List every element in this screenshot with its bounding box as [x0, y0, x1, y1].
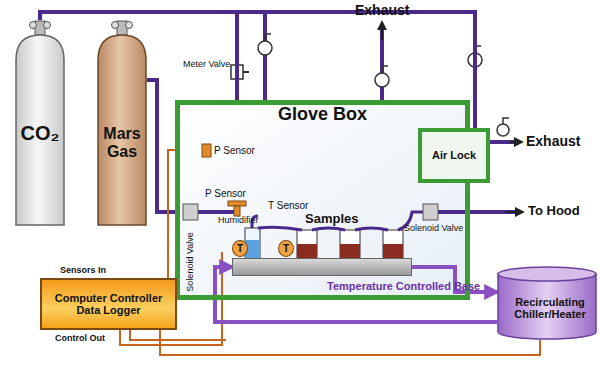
solenoid-valve — [423, 204, 438, 220]
meter-valve — [231, 65, 249, 79]
sensor-wire — [130, 330, 226, 340]
part-label: Exhaust — [355, 3, 409, 18]
base-plate — [232, 258, 412, 276]
part-label: Exhaust — [526, 134, 580, 149]
part-label: To Hood — [528, 204, 580, 218]
callout-label: Humidifier — [218, 216, 259, 226]
part-label: Samples — [305, 212, 358, 226]
node-label: T — [237, 243, 243, 254]
node-label: Recirculating Chiller/Heater — [497, 286, 600, 320]
node-label: Mars Gas — [97, 125, 147, 160]
part-label: Sensors In — [60, 266, 106, 276]
signal-wire — [160, 330, 540, 355]
vent-arrow — [505, 211, 523, 213]
chiller-heater: Recirculating Chiller/Heater — [497, 266, 600, 340]
gas-cylinder-outline — [97, 20, 147, 226]
node-label: Temperature Controlled Base — [327, 280, 480, 292]
callout-label: Meter Valve — [183, 60, 230, 70]
node-label: CO₂ — [21, 122, 60, 144]
callout-label: T Sensor — [268, 200, 308, 211]
node-label: Computer Controller Data Logger — [42, 292, 175, 316]
callout-label: P Sensor — [205, 188, 246, 199]
gas-cylinder: CO₂ — [15, 20, 65, 226]
air-lock: Air Lock — [418, 128, 490, 183]
node-label: Air Lock — [432, 149, 476, 161]
exhaust-arrow — [381, 22, 383, 40]
pressure-sensor — [202, 144, 211, 157]
solenoid-valve — [183, 204, 198, 220]
part-label: Control Out — [55, 334, 105, 344]
sample-jars — [297, 230, 403, 258]
check-valve — [375, 66, 389, 87]
callout-label: Solenoid Valve — [186, 232, 196, 291]
node-label: Glove Box — [180, 105, 465, 125]
pressure-sensor — [228, 201, 246, 216]
humidifier-jar — [245, 228, 260, 258]
temperature-sensor: T — [232, 240, 248, 257]
signal-wire — [168, 150, 175, 278]
temperature-base: Temperature Controlled Base — [232, 258, 412, 294]
sample-tubing — [258, 212, 424, 230]
callout-label: P Sensor — [214, 145, 255, 156]
node-label: T — [283, 243, 289, 254]
check-valve — [497, 118, 509, 136]
gas-cylinder: Mars Gas — [97, 20, 147, 226]
gas-pipe — [198, 210, 236, 214]
exhaust-arrow — [510, 141, 522, 143]
temperature-sensor: T — [278, 240, 294, 257]
check-valve — [258, 34, 272, 55]
callout-label: Solenoid Valve — [404, 224, 463, 234]
gas-pipe — [263, 12, 267, 100]
pipe-connector — [147, 80, 175, 212]
controller-box: Computer Controller Data Logger — [40, 278, 177, 330]
